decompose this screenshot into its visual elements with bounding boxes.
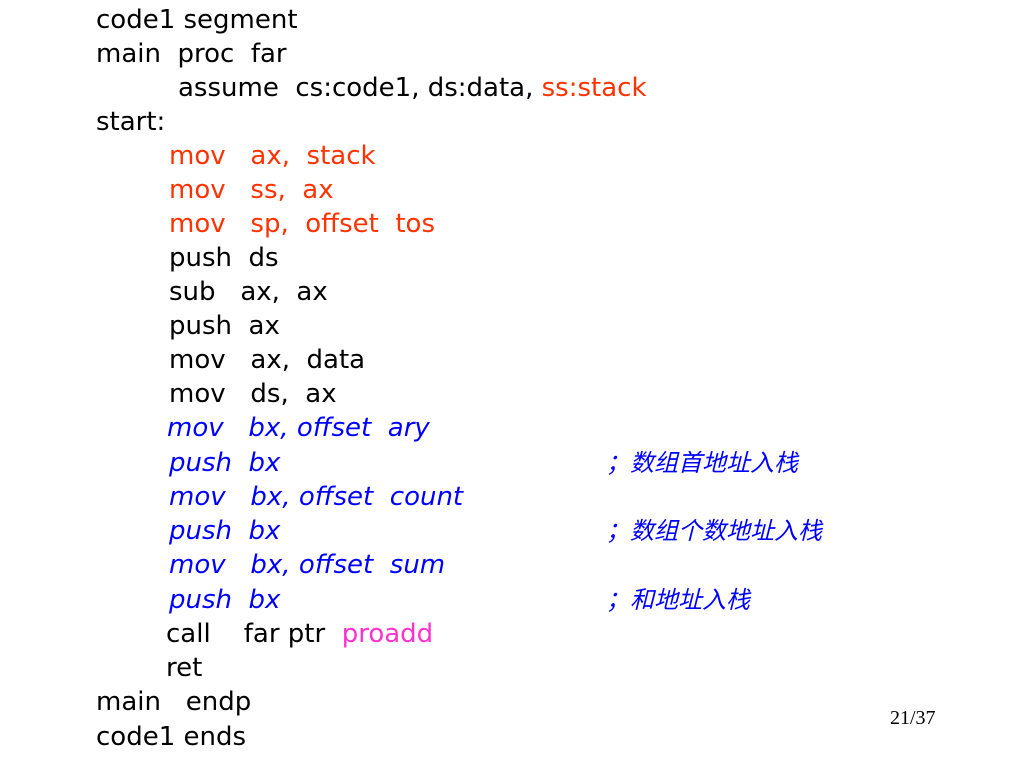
code-line-1: code1 segment <box>96 5 298 35</box>
comment-16: ；数组个数地址入栈 <box>606 517 822 545</box>
code-line-2: main proc far <box>96 39 287 69</box>
code-line-15: mov bx, offset count <box>169 482 464 512</box>
code-line-14: push bx <box>169 448 281 478</box>
code-line-9: sub ax, ax <box>169 277 328 307</box>
page-number: 21/37 <box>890 707 936 729</box>
code-line-16: push bx <box>169 516 281 546</box>
code-line-12: mov ds, ax <box>169 379 337 409</box>
code-line-3-highlight: ss:stack <box>541 73 647 103</box>
code-line-10: push ax <box>169 311 280 341</box>
code-line-18: push bx <box>169 585 281 615</box>
code-line-19-highlight: proadd <box>341 619 434 649</box>
code-line-17: mov bx, offset sum <box>169 550 446 580</box>
code-line-7: mov sp, offset tos <box>169 209 435 239</box>
code-line-20: ret <box>166 653 203 683</box>
comment-18: ；和地址入栈 <box>606 586 750 614</box>
code-line-3-text: assume cs:code1, ds:data, <box>178 73 542 103</box>
code-line-22: code1 ends <box>96 722 247 752</box>
code-line-11: mov ax, data <box>169 345 366 375</box>
code-line-19: call far ptr proadd <box>166 617 433 651</box>
code-line-19-text: call far ptr <box>166 619 342 649</box>
code-line-4: start: <box>96 107 166 137</box>
code-line-3: assume cs:code1, ds:data, ss:stack <box>178 71 647 105</box>
code-line-6: mov ss, ax <box>169 175 334 205</box>
code-line-13: mov bx, offset ary <box>167 413 430 443</box>
code-line-8: push ds <box>169 243 279 273</box>
code-line-5: mov ax, stack <box>169 141 376 171</box>
comment-14: ；数组首地址入栈 <box>606 449 798 477</box>
code-line-21: main endp <box>96 687 252 717</box>
